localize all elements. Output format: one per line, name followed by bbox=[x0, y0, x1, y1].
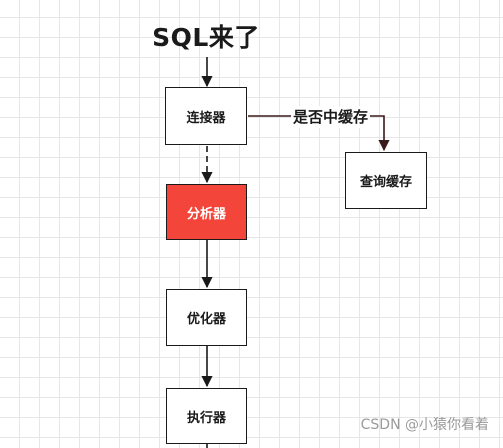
query-cache-node[interactable]: 查询缓存 bbox=[345, 152, 427, 209]
watermark-text: CSDN @小猿你看着 bbox=[360, 417, 489, 433]
diagram-title: SQL来了 bbox=[152, 23, 260, 52]
connector-node[interactable]: 连接器 bbox=[165, 87, 247, 145]
executor-node[interactable]: 执行器 bbox=[166, 388, 247, 444]
analyzer-node[interactable]: 分析器 bbox=[166, 184, 247, 240]
cache-check-label: 是否中缓存 bbox=[291, 106, 371, 128]
optimizer-node[interactable]: 优化器 bbox=[166, 289, 247, 346]
